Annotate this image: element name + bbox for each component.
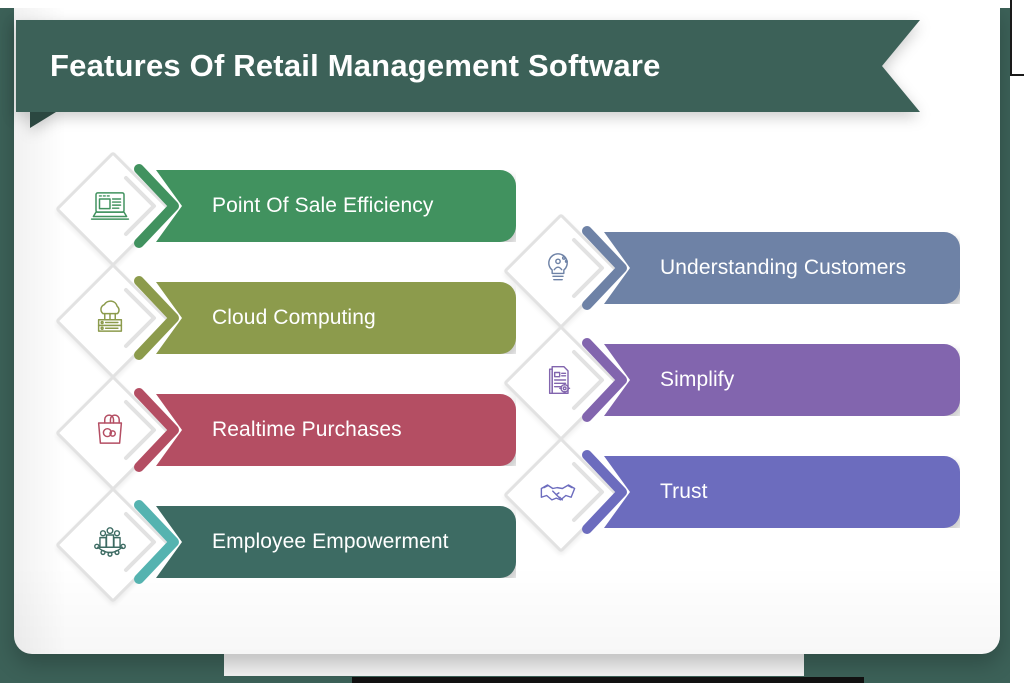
sheet-footer-strip <box>224 654 804 676</box>
feature-label: Realtime Purchases <box>212 418 402 441</box>
feature-row-trust[interactable]: Trust <box>503 437 960 553</box>
chevron-right-icon <box>134 164 179 248</box>
feature-bar[interactable]: Cloud Computing <box>156 282 516 354</box>
feature-label: Understanding Customers <box>660 256 907 279</box>
chevron-ghost-icon <box>124 512 156 572</box>
feature-bar[interactable]: Point Of Sale Efficiency <box>156 170 516 242</box>
canvas-bottom-rule <box>352 677 864 683</box>
document-gear-icon <box>520 342 596 418</box>
chevron-ghost-icon <box>124 288 156 348</box>
page-title: Features Of Retail Management Software <box>50 48 661 83</box>
cloud-server-icon <box>72 280 148 356</box>
feature-label: Point Of Sale Efficiency <box>212 194 434 217</box>
feature-row-understanding-customers[interactable]: Understanding Customers <box>503 213 960 329</box>
chevron-right-icon <box>134 388 179 472</box>
canvas-top-margin <box>0 0 1024 8</box>
handshake-icon <box>520 454 596 530</box>
chevron-ghost-icon <box>572 238 604 298</box>
canvas-right-margin <box>1010 0 1024 683</box>
shopping-bag-icon <box>72 392 148 468</box>
chevron-ghost-icon <box>124 176 156 236</box>
feature-label: Cloud Computing <box>212 306 376 329</box>
feature-bar[interactable]: Simplify <box>604 344 960 416</box>
lightbulb-person-icon <box>520 230 596 306</box>
feature-label: Employee Empowerment <box>212 530 449 553</box>
chevron-right-icon <box>582 450 627 534</box>
feature-bar[interactable]: Employee Empowerment <box>156 506 516 578</box>
chevron-right-icon <box>582 338 627 422</box>
feature-row-point-of-sale-efficiency[interactable]: Point Of Sale Efficiency <box>55 151 516 267</box>
feature-row-simplify[interactable]: Simplify <box>503 325 960 441</box>
ribbon-shape <box>16 20 920 112</box>
chevron-ghost-icon <box>124 400 156 460</box>
feature-row-realtime-purchases[interactable]: Realtime Purchases <box>55 375 516 491</box>
pos-laptop-icon <box>72 168 148 244</box>
chevron-ghost-icon <box>572 462 604 522</box>
feature-label: Simplify <box>660 368 735 391</box>
feature-row-employee-empowerment[interactable]: Employee Empowerment <box>55 487 516 603</box>
canvas-corner-rule <box>1010 0 1024 76</box>
feature-bar[interactable]: Trust <box>604 456 960 528</box>
team-network-icon <box>72 504 148 580</box>
chevron-right-icon <box>134 500 179 584</box>
chevron-ghost-icon <box>572 350 604 410</box>
chevron-right-icon <box>582 226 627 310</box>
feature-bar[interactable]: Realtime Purchases <box>156 394 516 466</box>
feature-label: Trust <box>660 480 708 503</box>
title-ribbon: Features Of Retail Management Software <box>16 20 920 128</box>
feature-row-cloud-computing[interactable]: Cloud Computing <box>55 263 516 379</box>
chevron-right-icon <box>134 276 179 360</box>
feature-bar[interactable]: Understanding Customers <box>604 232 960 304</box>
